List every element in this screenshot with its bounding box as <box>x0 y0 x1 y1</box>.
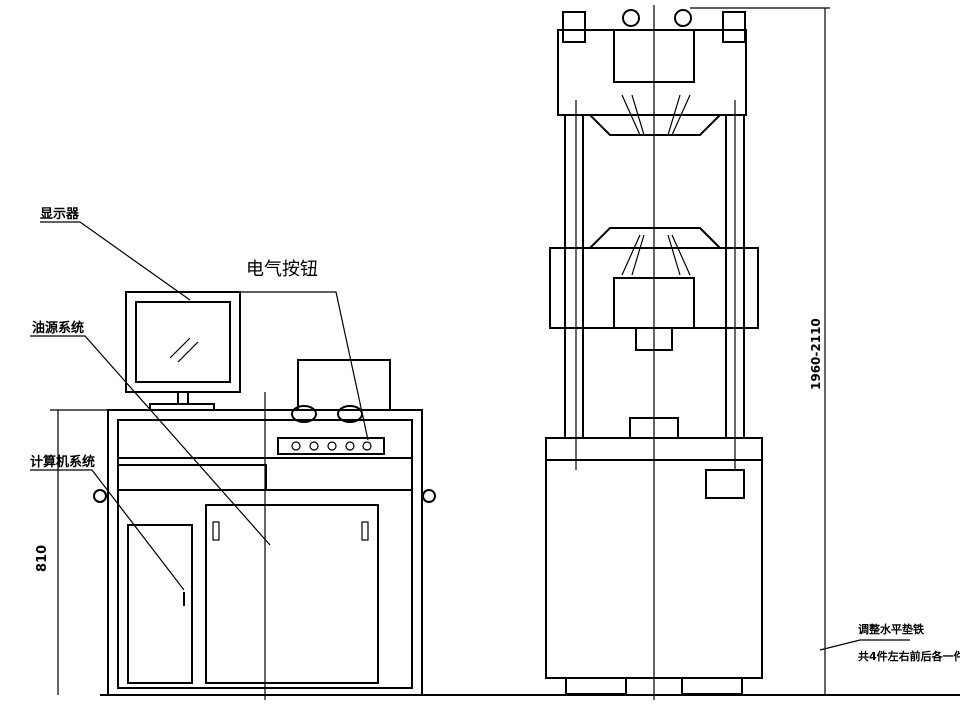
button-panel <box>277 437 385 455</box>
frame-height-dimension: 1960-2110 <box>809 318 823 390</box>
monitor-label: 显示器 <box>40 207 80 222</box>
testing-machine-frame <box>545 5 763 700</box>
electrical-buttons-label: 电气按钮 <box>246 259 318 280</box>
console-height-dimension: 810 <box>35 545 50 572</box>
monitor <box>125 291 241 411</box>
cabinet-door <box>205 504 379 684</box>
control-console <box>93 359 436 700</box>
oil-source-label: 油源系统 <box>32 320 84 336</box>
computer-door <box>127 524 193 684</box>
computer-system-label: 计算机系统 <box>30 454 95 470</box>
leveling-pad-note: 共4件左右前后各一件 <box>858 649 960 663</box>
nameplate <box>705 469 745 499</box>
leveling-pad-label: 调整水平垫铁 <box>858 622 924 636</box>
